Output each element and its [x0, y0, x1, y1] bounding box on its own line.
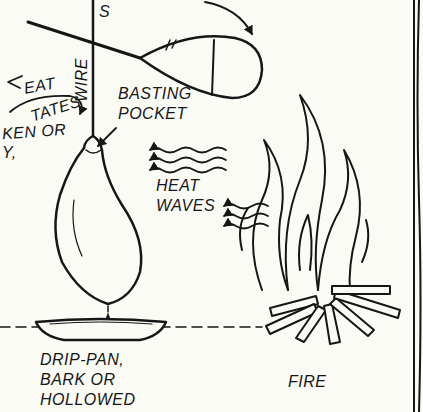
leader-arrow: [98, 128, 116, 146]
meat-tie: [86, 150, 101, 153]
loop-crossbar: [212, 40, 214, 95]
fire-flames: [240, 95, 368, 292]
wire-line: [92, 0, 95, 136]
arrow-mark: [8, 76, 22, 88]
cut-off-label: KEN OR: [1, 120, 67, 144]
fire-logs: [266, 286, 400, 344]
drip-pan-rim: [50, 322, 152, 324]
cut-off-label: S: [99, 2, 110, 22]
cut-off-label: EAT: [23, 73, 57, 98]
heat-waves: [150, 148, 268, 229]
border-line: [418, 0, 421, 412]
border-line: [413, 0, 415, 412]
stick: [28, 22, 140, 58]
drip-pan: [36, 319, 166, 340]
loop-tie: [166, 40, 176, 50]
leader-arrow: [205, 2, 252, 34]
part-label: HEAT WAVES: [156, 176, 222, 216]
wire-label: WIRE: [72, 58, 92, 102]
meat-leg: [55, 136, 141, 304]
meat-shading: [73, 200, 82, 256]
part-label: BASTING POCKET: [118, 84, 210, 124]
part-label: DRIP-PAN, BARK OR HOLLOWED: [40, 350, 150, 410]
cut-off-label: Y,: [2, 143, 17, 163]
part-label: FIRE: [288, 372, 326, 392]
drip: [107, 306, 109, 312]
